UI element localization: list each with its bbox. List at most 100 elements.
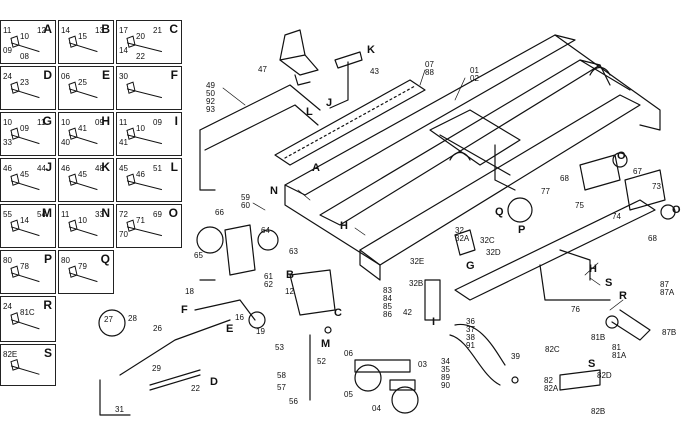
callout-J: J — [326, 97, 333, 109]
callout-87B: 87B — [662, 328, 677, 337]
legend-part-number: 80 — [3, 256, 12, 265]
callout-H2: H — [589, 263, 597, 275]
callout-19: 19 — [256, 327, 265, 336]
legend-part-number: 06 — [61, 72, 70, 81]
callout-43: 43 — [370, 67, 379, 76]
callout-32B: 32B — [409, 279, 424, 288]
callout-H: H — [340, 220, 348, 232]
step-plate — [274, 79, 426, 166]
legend-part-number: 17 — [119, 26, 128, 35]
callout-29: 29 — [152, 364, 161, 373]
callout-22: 22 — [191, 384, 200, 393]
callout-68-b: 68 — [648, 234, 657, 243]
legend-part-number: 09 — [153, 118, 162, 127]
callout-68-a: 68 — [560, 174, 569, 183]
legend-part-number: 08 — [20, 52, 29, 61]
callout-A: A — [312, 162, 320, 174]
callout-42: 42 — [403, 308, 412, 317]
callout-12: 12 — [285, 287, 294, 296]
bracket-k — [329, 51, 363, 109]
callout-05: 05 — [344, 390, 353, 399]
bolt-icon — [126, 219, 163, 237]
legend-cell-letter: G — [42, 114, 52, 128]
callout-32E: 32E — [410, 257, 425, 266]
callout-06: 06 — [344, 349, 353, 358]
legend-part-number: 11 — [61, 210, 70, 219]
legend-cell-letter: D — [43, 68, 52, 82]
legend-part-number: 25 — [78, 78, 87, 87]
bolt-icon — [10, 358, 40, 375]
bolt-icon — [126, 173, 163, 191]
bolt-icon — [126, 127, 163, 145]
legend-part-number: 51 — [153, 164, 162, 173]
legend-part-number: 12 — [37, 26, 46, 35]
hoses — [449, 323, 506, 386]
legend-part-number: 81C — [20, 308, 35, 317]
callout-67: 67 — [633, 167, 642, 176]
callout-81B: 81B — [591, 333, 606, 342]
legend-part-number: 45 — [119, 164, 128, 173]
callout-31: 31 — [115, 405, 124, 414]
legend-part-number: 24 — [3, 302, 12, 311]
callout-27: 27 — [104, 315, 113, 324]
legend-part-number: 46 — [136, 170, 145, 179]
legend-cell-letter: I — [174, 114, 178, 128]
legend-cell-letter: R — [43, 298, 52, 312]
callout-I: I — [432, 316, 436, 328]
legend-part-number: 09 — [3, 46, 12, 55]
legend-part-number: 15 — [78, 32, 87, 41]
lever-assembly — [119, 279, 256, 376]
legend-cell-letter: J — [45, 160, 52, 174]
callout-76: 76 — [571, 305, 580, 314]
bolt-icon — [126, 35, 163, 53]
callout-58: 58 — [277, 371, 286, 380]
callout-63: 63 — [289, 247, 298, 256]
legend-part-number: 41 — [119, 138, 128, 147]
callout-73: 73 — [652, 182, 661, 191]
legend-part-number: 11 — [119, 118, 128, 127]
callout-39: 39 — [511, 352, 520, 361]
legend-cell-R: R 24 81C — [0, 296, 56, 342]
callout-C: C — [334, 307, 342, 319]
callout-75: 75 — [575, 201, 584, 210]
bolt-icon — [10, 35, 40, 53]
callout-L: L — [306, 106, 313, 118]
tow-frame — [454, 199, 656, 301]
callout-32D: 32D — [486, 248, 501, 257]
callout-04: 04 — [372, 404, 381, 413]
legend-part-number: 22 — [136, 52, 145, 61]
callout-16: 16 — [235, 313, 244, 322]
legend-part-number: 45 — [78, 170, 87, 179]
callout-74: 74 — [612, 212, 621, 221]
bolt-icon — [68, 127, 98, 145]
callout-R1: R — [619, 290, 627, 302]
legend-part-number: 33 — [3, 138, 12, 147]
legend-part-number: 54 — [37, 210, 46, 219]
legend-cell-letter: F — [170, 68, 178, 82]
callout-O-top: O — [617, 150, 626, 162]
callout-57: 57 — [277, 383, 286, 392]
legend-part-number: 79 — [78, 262, 87, 271]
legend-cell-letter: K — [101, 160, 110, 174]
legend-part-number: 78 — [20, 262, 29, 271]
legend-cell-letter: O — [168, 206, 178, 220]
